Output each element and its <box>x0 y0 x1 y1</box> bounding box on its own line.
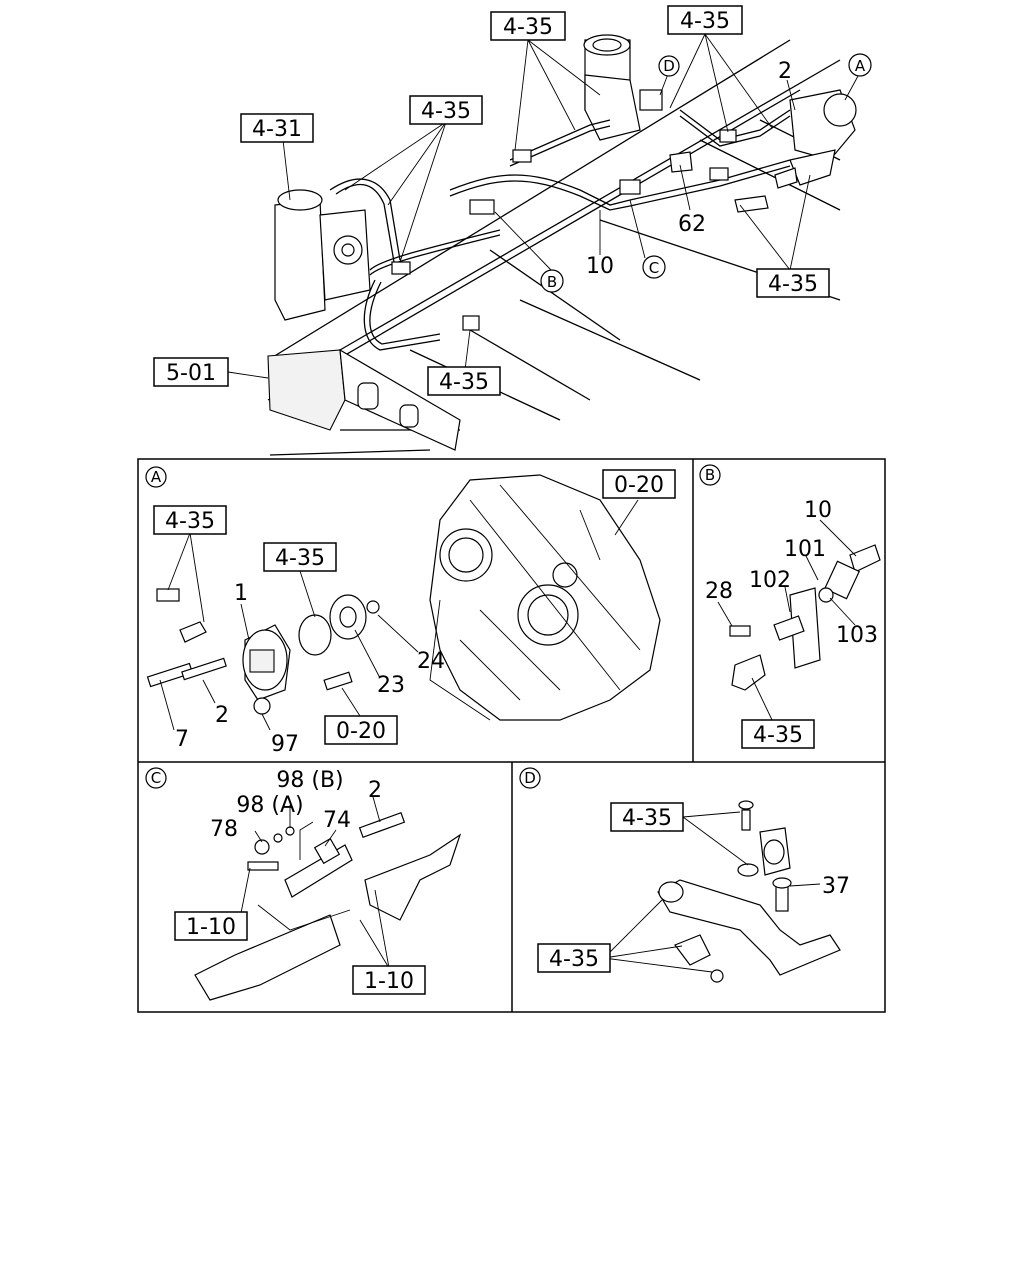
svg-text:4-35: 4-35 <box>680 9 730 34</box>
ref-box-a-435-b[interactable]: 4-35 <box>263 542 337 572</box>
svg-text:1-10: 1-10 <box>186 915 236 940</box>
overview-leaders <box>227 33 859 379</box>
panel-c: C 1-10 1-10 98 (B) 98 ( <box>145 767 462 1001</box>
svg-text:4-35: 4-35 <box>165 509 215 534</box>
svg-text:D: D <box>524 769 536 787</box>
part-number-a-7[interactable]: 7 <box>175 727 189 752</box>
svg-text:0-20: 0-20 <box>614 473 664 498</box>
circle-label-top-b[interactable]: B <box>540 269 564 293</box>
svg-text:4-31: 4-31 <box>252 117 302 142</box>
circle-label-panel-c[interactable]: C <box>145 767 167 789</box>
svg-text:4-35: 4-35 <box>421 99 471 124</box>
panel-d: D 4-35 4-35 37 <box>519 767 850 983</box>
svg-text:0-20: 0-20 <box>336 719 386 744</box>
panel-a: A <box>145 466 676 757</box>
pump-assembly <box>146 588 380 715</box>
part-number-a-23[interactable]: 23 <box>377 673 405 698</box>
part-number-b-101[interactable]: 101 <box>784 537 826 562</box>
part-number-top-10[interactable]: 10 <box>586 254 614 279</box>
part-number-a-24[interactable]: 24 <box>417 649 445 674</box>
svg-text:D: D <box>663 57 675 75</box>
part-number-c-2[interactable]: 2 <box>368 778 382 803</box>
svg-text:A: A <box>151 468 162 486</box>
circle-label-top-c[interactable]: C <box>642 255 666 279</box>
part-number-a-1[interactable]: 1 <box>234 581 248 606</box>
svg-text:4-35: 4-35 <box>439 370 489 395</box>
part-number-top-2[interactable]: 2 <box>778 59 792 84</box>
part-number-c-98b[interactable]: 98 (B) <box>276 768 343 793</box>
ref-box-top-431[interactable]: 4-31 <box>240 113 314 143</box>
svg-text:4-35: 4-35 <box>549 947 599 972</box>
svg-text:4-35: 4-35 <box>275 546 325 571</box>
circle-label-top-d[interactable]: D <box>658 55 680 77</box>
part-number-a-97[interactable]: 97 <box>271 732 299 757</box>
part-number-a-2[interactable]: 2 <box>215 703 229 728</box>
ref-box-top-435-b[interactable]: 4-35 <box>667 5 743 35</box>
svg-text:5-01: 5-01 <box>166 361 216 386</box>
svg-text:4-35: 4-35 <box>753 723 803 748</box>
ref-box-top-435-a[interactable]: 4-35 <box>490 11 566 41</box>
detail-panel-frames <box>137 458 886 1013</box>
part-number-b-102[interactable]: 102 <box>749 568 791 593</box>
ref-box-c-110-a[interactable]: 1-10 <box>174 911 248 941</box>
part-number-c-74[interactable]: 74 <box>323 808 351 833</box>
svg-text:A: A <box>855 57 866 75</box>
mount-assembly <box>657 800 841 983</box>
svg-text:C: C <box>151 769 161 787</box>
bracket-assembly <box>194 812 462 1001</box>
ref-box-top-435-c[interactable]: 4-35 <box>409 95 483 125</box>
part-number-b-10[interactable]: 10 <box>804 498 832 523</box>
fitting-assembly <box>729 544 881 691</box>
part-number-c-78[interactable]: 78 <box>210 817 238 842</box>
ref-box-d-435-a[interactable]: 4-35 <box>610 802 684 832</box>
ref-box-b-435[interactable]: 4-35 <box>741 719 815 749</box>
svg-text:C: C <box>649 259 659 277</box>
svg-text:4-35: 4-35 <box>503 15 553 40</box>
ref-box-top-501[interactable]: 5-01 <box>153 357 229 387</box>
svg-text:B: B <box>547 273 557 291</box>
part-number-c-98a[interactable]: 98 (A) <box>236 793 303 818</box>
ref-box-a-020-b[interactable]: 0-20 <box>324 715 398 745</box>
circle-label-panel-d[interactable]: D <box>519 767 541 789</box>
circle-label-panel-a[interactable]: A <box>145 466 167 488</box>
ref-box-a-435-a[interactable]: 4-35 <box>153 505 227 535</box>
svg-text:4-35: 4-35 <box>768 272 818 297</box>
ref-box-a-020-a[interactable]: 0-20 <box>602 469 676 499</box>
overview-illustration <box>267 34 857 456</box>
ref-box-top-435-d[interactable]: 4-35 <box>756 268 830 298</box>
ref-box-d-435-b[interactable]: 4-35 <box>537 943 611 973</box>
part-number-b-103[interactable]: 103 <box>836 623 878 648</box>
svg-text:B: B <box>705 466 715 484</box>
ref-box-c-110-b[interactable]: 1-10 <box>352 965 426 995</box>
circle-label-top-a[interactable]: A <box>848 53 872 77</box>
ref-box-top-435-e[interactable]: 4-35 <box>427 366 501 396</box>
panel-b: B 4-35 10 101 102 28 103 <box>699 464 881 749</box>
circle-label-panel-b[interactable]: B <box>699 464 721 486</box>
svg-text:1-10: 1-10 <box>364 969 414 994</box>
part-number-top-62[interactable]: 62 <box>678 212 706 237</box>
flywheel-housing <box>429 474 661 721</box>
part-number-d-37[interactable]: 37 <box>822 874 850 899</box>
svg-text:4-35: 4-35 <box>622 806 672 831</box>
part-number-b-28[interactable]: 28 <box>705 579 733 604</box>
